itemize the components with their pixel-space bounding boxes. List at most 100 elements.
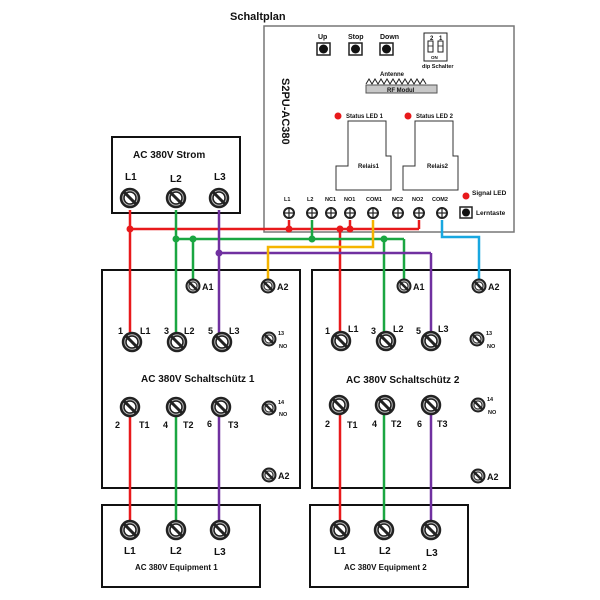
contactor-1-out1-screw[interactable] xyxy=(119,396,141,418)
contactor-2-out3-screw[interactable] xyxy=(420,394,442,416)
contactor-1-in3-screw[interactable] xyxy=(211,331,233,353)
wires xyxy=(128,210,481,530)
terminal-l2[interactable] xyxy=(306,207,318,219)
contactor-1-out1-num: 2 xyxy=(115,420,120,430)
wire-l3 xyxy=(217,210,433,530)
power-l1-screw[interactable] xyxy=(119,187,141,209)
button-down-label: Down xyxy=(380,34,399,41)
contactor-1-out2-screw[interactable] xyxy=(165,396,187,418)
contactor-1-label: AC 380V Schaltschütz 1 xyxy=(141,374,255,385)
equipment-2-label: AC 380V Equipment 2 xyxy=(344,563,427,572)
contactor-2-out2-num: 4 xyxy=(372,419,377,429)
contactor-2-a2-bottom-screw[interactable] xyxy=(470,468,486,484)
terminal-no1[interactable] xyxy=(344,207,356,219)
contactor-2-a1-screw[interactable] xyxy=(396,278,412,294)
contactor-1-box xyxy=(101,269,301,489)
contactor-2-out1-screw[interactable] xyxy=(328,394,350,416)
contactor-1-aux13-screw[interactable] xyxy=(261,331,277,347)
learn-button-label: Lerntaste xyxy=(476,210,506,217)
terminal-label-l1: L1 xyxy=(284,197,290,203)
equipment-2-l2-screw[interactable] xyxy=(373,519,395,541)
contactor-1-in2-num: 3 xyxy=(164,326,169,336)
equipment-1-l2-screw[interactable] xyxy=(165,519,187,541)
terminal-com2[interactable] xyxy=(436,207,448,219)
contactor-1-out3-num: 6 xyxy=(207,419,212,429)
terminal-nc1[interactable] xyxy=(325,207,337,219)
contactor-2-in1-num: 1 xyxy=(325,326,330,336)
power-l3-screw[interactable] xyxy=(208,187,230,209)
contactor-1-in1-num: 1 xyxy=(118,326,123,336)
dip-number-1: 1 xyxy=(439,36,443,42)
button-down[interactable]: Down xyxy=(379,34,399,56)
equipment-1-l3-screw[interactable] xyxy=(209,519,231,541)
terminal-com1[interactable] xyxy=(367,207,379,219)
terminal-nc2[interactable] xyxy=(392,207,404,219)
contactor-1-a2-label: A2 xyxy=(277,282,289,292)
contactor-2-a2-bottom-label: A2 xyxy=(487,472,499,482)
relay-2 xyxy=(402,120,459,191)
terminal-label-nc2: NC2 xyxy=(392,197,403,203)
contactor-1-a2-screw[interactable] xyxy=(260,278,276,294)
power-l3-label: L3 xyxy=(214,172,226,183)
equipment-1-l1-screw[interactable] xyxy=(119,519,141,541)
button-up-label: Up xyxy=(318,34,327,41)
contactor-2-in1-screw[interactable] xyxy=(330,330,352,352)
contactor-2-out1-num: 2 xyxy=(325,419,330,429)
button-stop[interactable]: Stop xyxy=(348,34,364,56)
antenna-icon xyxy=(365,78,427,85)
contactor-1-in3-name: L3 xyxy=(229,326,240,336)
terminal-label-no2: NO2 xyxy=(412,197,423,203)
terminal-l1[interactable] xyxy=(283,207,295,219)
terminal-no2[interactable] xyxy=(413,207,425,219)
contactor-1-in1-name: L1 xyxy=(140,326,151,336)
contactor-2-aux14-name: NO xyxy=(488,410,497,416)
contactor-1-in3-num: 5 xyxy=(208,326,213,336)
contactor-2-in3-screw[interactable] xyxy=(420,330,442,352)
power-l2-label: L2 xyxy=(170,174,182,185)
contactor-2-in2-num: 3 xyxy=(371,326,376,336)
equipment-2-l3-screw[interactable] xyxy=(420,519,442,541)
contactor-2-aux13-screw[interactable] xyxy=(469,331,485,347)
equipment-1-l3-label: L3 xyxy=(214,547,226,558)
contactor-2-aux14-num: 14 xyxy=(487,397,494,403)
power-l2-screw[interactable] xyxy=(165,187,187,209)
terminal-label-l2: L2 xyxy=(307,197,313,203)
button-up[interactable]: Up xyxy=(316,34,331,56)
contactor-1-in2-screw[interactable] xyxy=(166,331,188,353)
contactor-2-aux13-name: NO xyxy=(487,344,496,350)
status-led-2-icon xyxy=(404,112,412,120)
status-led-1-icon xyxy=(334,112,342,120)
learn-button[interactable] xyxy=(459,206,473,219)
signal-led-icon xyxy=(462,192,470,200)
contactor-2-label: AC 380V Schaltschütz 2 xyxy=(346,375,460,386)
contactor-2-a2-label: A2 xyxy=(488,282,500,292)
controller-model: S2PU-AC380 xyxy=(279,78,291,145)
contactor-1-out2-num: 4 xyxy=(163,420,168,430)
junction-dots xyxy=(126,225,388,257)
equipment-2-l2-label: L2 xyxy=(379,546,391,557)
diagram-title: Schaltplan xyxy=(230,11,286,23)
contactor-2-box xyxy=(311,269,511,489)
contactor-2-in3-name: L3 xyxy=(438,324,449,334)
contactor-1-a2-bottom-screw[interactable] xyxy=(261,467,277,483)
power-l1-label: L1 xyxy=(125,172,137,183)
terminal-label-nc1: NC1 xyxy=(325,197,336,203)
dip-switch[interactable]: 2 1 ON xyxy=(423,32,448,62)
contactor-1-aux13-num: 13 xyxy=(278,331,284,337)
contactor-2-aux14-screw[interactable] xyxy=(470,397,486,413)
controller-box xyxy=(263,25,515,233)
contactor-1-aux14-screw[interactable] xyxy=(261,400,277,416)
contactor-2-a2-screw[interactable] xyxy=(471,278,487,294)
contactor-1-a2-bottom-label: A2 xyxy=(278,471,290,481)
antenna-label: Antenne xyxy=(380,72,405,78)
contactor-2-out2-screw[interactable] xyxy=(374,394,396,416)
wire-com2 xyxy=(440,220,481,284)
rf-module-label: RF Modul xyxy=(387,88,415,94)
contactor-2-in2-screw[interactable] xyxy=(375,330,397,352)
contactor-1-in1-screw[interactable] xyxy=(121,331,143,353)
contactor-1-a1-screw[interactable] xyxy=(185,278,201,294)
equipment-2-l1-screw[interactable] xyxy=(329,519,351,541)
equipment-2-l3-label: L3 xyxy=(426,548,438,559)
contactor-2-in2-name: L2 xyxy=(393,324,404,334)
contactor-1-out3-screw[interactable] xyxy=(210,396,232,418)
